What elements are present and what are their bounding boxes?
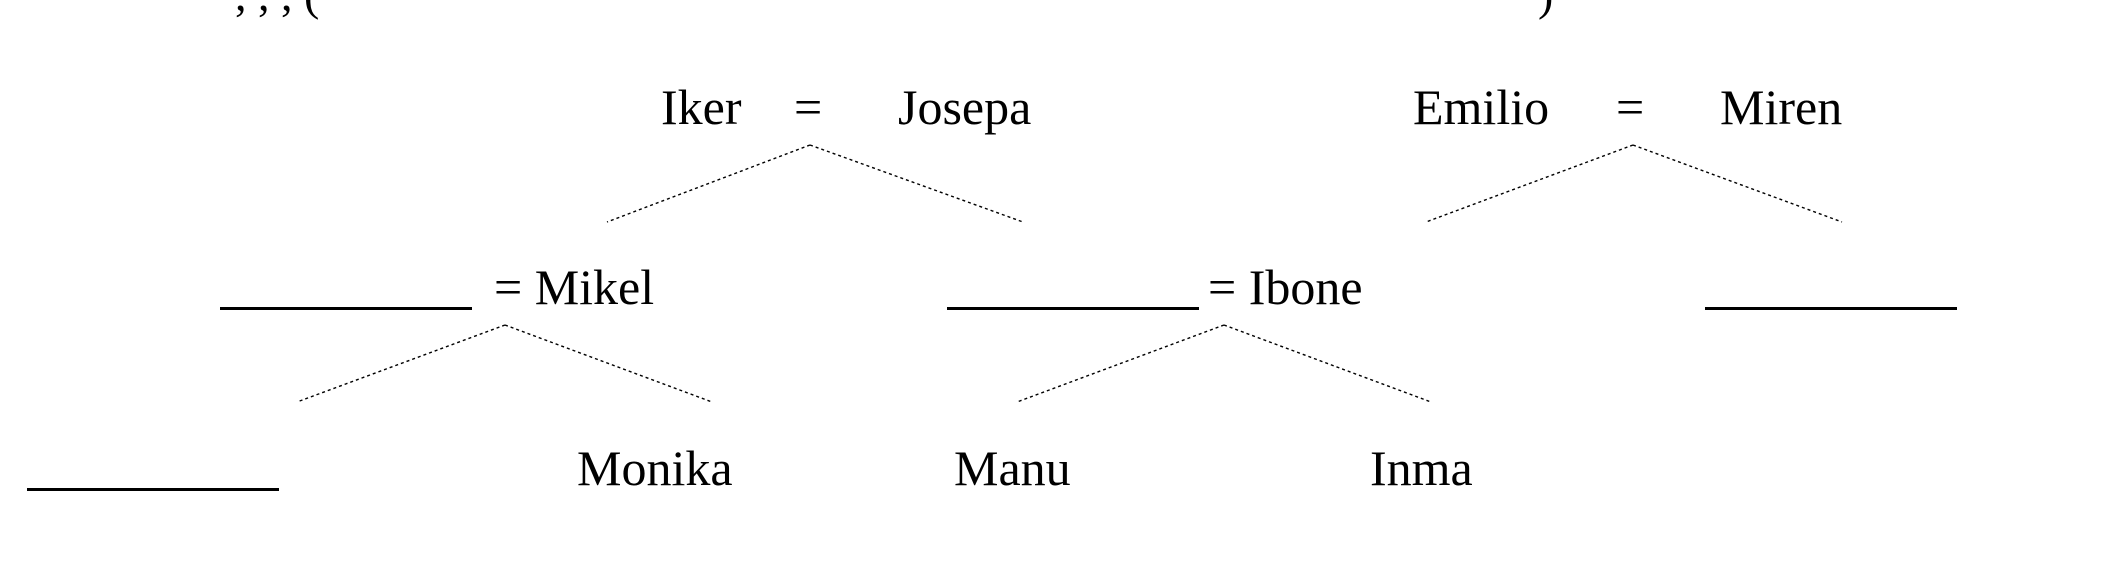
header-cropped-text-tail: )	[1538, 0, 1553, 18]
connector-line	[606, 144, 811, 223]
blank-answer-line[interactable]	[220, 307, 472, 310]
blank-answer-line[interactable]	[27, 488, 279, 491]
person-monika: Monika	[577, 440, 733, 496]
person-josepa: Josepa	[898, 79, 1032, 135]
person-inma: Inma	[1370, 440, 1473, 496]
blank-answer-line[interactable]	[1705, 307, 1957, 310]
marriage-sign: =	[794, 79, 823, 135]
person-iker: Iker	[661, 79, 742, 135]
connector-line	[1016, 324, 1225, 403]
connector-line	[504, 324, 713, 403]
person-mikel: = Mikel	[494, 259, 655, 315]
connector-line	[1632, 144, 1843, 223]
person-miren: Miren	[1720, 79, 1843, 135]
header-cropped-text: , , , (	[235, 0, 319, 18]
connector-line	[296, 324, 506, 403]
connector-line	[1223, 324, 1432, 403]
person-emilio: Emilio	[1413, 79, 1550, 135]
blank-answer-line[interactable]	[947, 307, 1199, 310]
connector-line	[1425, 144, 1634, 223]
person-ibone: = Ibone	[1208, 259, 1363, 315]
marriage-sign: =	[1616, 79, 1645, 135]
connector-line	[809, 144, 1024, 223]
person-manu: Manu	[954, 440, 1071, 496]
